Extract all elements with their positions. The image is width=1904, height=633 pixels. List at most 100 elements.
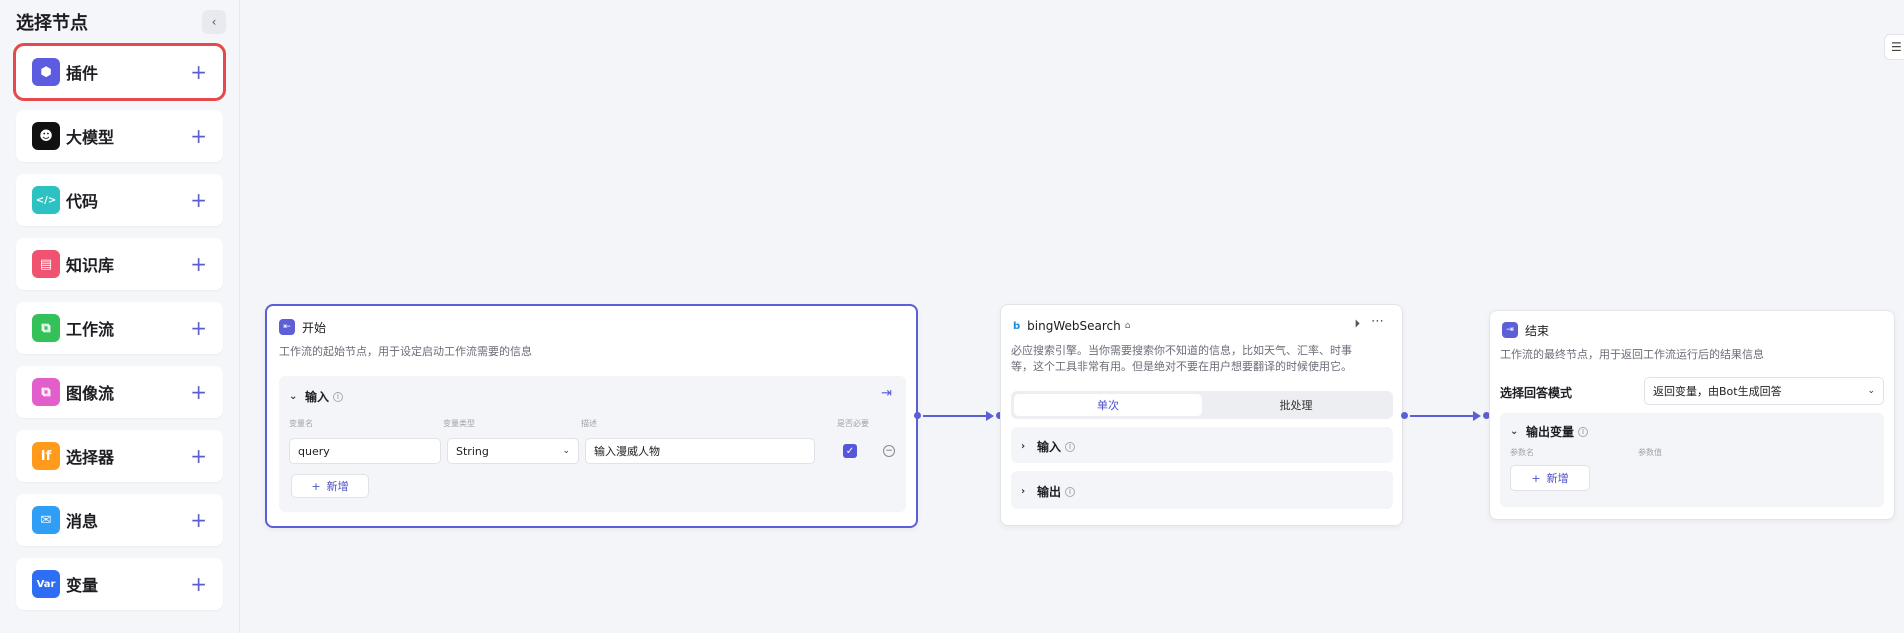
add-output-label: 新增 [1546, 472, 1569, 485]
sidebar-item-label: 大模型 [66, 128, 115, 147]
plus-icon[interactable]: + [190, 124, 207, 148]
sidebar-item-llm-face[interactable]: ☻ 大模型 + [16, 110, 223, 162]
plugin-desc-line2: 等，这个工具非常有用。但是绝对不要在用户想要翻译的时候使用它。 [1011, 360, 1352, 373]
run-icon[interactable]: ⏵ [1354, 317, 1361, 330]
var-icon: Var [32, 570, 60, 598]
info-icon: i [333, 391, 344, 402]
end-output-section: ⌄ 输出变量 i 参数名 参数值 + 新增 [1500, 413, 1884, 507]
sidebar-item-book[interactable]: ▤ 知识库 + [16, 238, 223, 290]
sidebar-item-label: 知识库 [66, 256, 115, 275]
end-output-label: 输出变量 [1526, 425, 1575, 439]
book-icon: ▤ [32, 250, 60, 278]
sidebar-item-imageflow[interactable]: ⧉图像流+ [16, 366, 223, 418]
sidebar-item-code[interactable]: </> 代码 + [16, 174, 223, 226]
sidebar-item-label: 工作流 [66, 320, 115, 339]
add-input-button[interactable]: + 新增 [291, 474, 369, 498]
sidebar-item-cube[interactable]: ⬢ 插件 + [13, 43, 226, 101]
info-icon: i [1578, 426, 1589, 437]
workflow-icon: ⧉ [32, 314, 60, 342]
var-name-value: query [298, 444, 330, 458]
menu-icon: ☰ [1891, 40, 1902, 54]
end-node-desc: 工作流的最终节点，用于返回工作流运行后的结果信息 [1500, 348, 1764, 361]
collapse-sidebar-button[interactable]: ‹ [202, 10, 226, 34]
end-output-toggle[interactable]: ⌄ 输出变量 i [1510, 423, 1589, 440]
mode-label: 选择回答模式 [1500, 386, 1573, 400]
col-desc: 描述 [581, 419, 597, 428]
plugin-output-port[interactable] [1401, 412, 1408, 419]
start-icon: ⇤ [279, 319, 295, 335]
plugin-node-title: bingWebSearch [1027, 319, 1121, 333]
remove-row-icon[interactable]: − [883, 445, 895, 457]
plus-icon[interactable]: + [190, 572, 207, 596]
var-desc-input[interactable]: 输入漫威人物 [585, 438, 815, 464]
cube-icon: ⬢ [32, 58, 60, 86]
start-output-port[interactable] [914, 412, 921, 419]
sidebar-item-label: 消息 [66, 512, 99, 531]
plus-icon[interactable]: + [190, 444, 207, 468]
add-output-button[interactable]: + 新增 [1510, 465, 1590, 491]
message-icon: ✉ [32, 506, 60, 534]
code-icon: </> [32, 186, 60, 214]
start-input-section: ⌄ 输入 i ⇥ 变量名 变量类型 描述 是否必要 query String ⌄… [279, 376, 906, 512]
var-type-select[interactable]: String ⌄ [447, 438, 579, 464]
start-input-toggle[interactable]: ⌄ 输入 i [289, 388, 344, 405]
arrow-icon [1473, 411, 1481, 421]
sidebar-item-label: 代码 [66, 192, 99, 211]
sidebar-item-message[interactable]: ✉ 消息 + [16, 494, 223, 546]
start-node-desc: 工作流的起始节点，用于设定启动工作流需要的信息 [279, 345, 532, 358]
plugin-output-section[interactable]: › 输出 i [1011, 471, 1393, 509]
end-node[interactable]: ⇥ 结束 工作流的最终节点，用于返回工作流运行后的结果信息 选择回答模式 返回变… [1489, 310, 1895, 520]
info-icon: i [1065, 486, 1076, 497]
llm-face-icon: ☻ [32, 122, 60, 150]
plus-icon[interactable]: + [190, 316, 207, 340]
import-icon[interactable]: ⇥ [881, 386, 892, 401]
sidebar-item-label: 图像流 [66, 384, 115, 403]
chevron-down-icon: ⌄ [289, 391, 298, 402]
plus-icon: + [1531, 471, 1541, 485]
plugin-output-label: 输出 [1037, 485, 1062, 499]
lock-icon: ⌂ [1124, 321, 1131, 331]
plus-icon[interactable]: + [190, 380, 207, 404]
plugin-input-port[interactable] [996, 412, 1003, 419]
end-input-port[interactable] [1483, 412, 1490, 419]
add-input-label: 新增 [326, 480, 349, 493]
col-var-name: 变量名 [289, 419, 313, 428]
start-input-label: 输入 [305, 390, 330, 404]
sidebar-item-label: 插件 [66, 64, 99, 83]
more-icon[interactable]: ⋯ [1371, 314, 1384, 329]
col-var-type: 变量类型 [443, 419, 475, 428]
required-checkbox[interactable]: ✓ [843, 444, 857, 458]
plus-icon[interactable]: + [190, 252, 207, 276]
plus-icon[interactable]: + [190, 188, 207, 212]
workflow-canvas[interactable]: ☰ ⇤ 开始 工作流的起始节点，用于设定启动工作流需要的信息 ⌄ 输入 i ⇥ … [241, 0, 1904, 633]
tab-batch[interactable]: 批处理 [1279, 399, 1313, 412]
plus-icon: + [311, 479, 321, 493]
plus-icon[interactable]: + [190, 60, 207, 84]
col-required: 是否必要 [837, 419, 869, 428]
answer-mode-value: 返回变量，由Bot生成回答 [1653, 385, 1782, 398]
plugin-desc-line1: 必应搜索引擎。当你需要搜索你不知道的信息，比如天气、汇率、时事 [1011, 344, 1352, 357]
start-node[interactable]: ⇤ 开始 工作流的起始节点，用于设定启动工作流需要的信息 ⌄ 输入 i ⇥ 变量… [265, 304, 918, 528]
plus-icon[interactable]: + [190, 508, 207, 532]
start-node-title: 开始 [302, 320, 327, 335]
bing-search-node[interactable]: b bingWebSearch ⌂ ⏵ ⋯ 必应搜索引擎。当你需要搜索你不知道的… [1000, 304, 1403, 526]
tab-single[interactable]: 单次 [1014, 394, 1202, 416]
answer-mode-select[interactable]: 返回变量，由Bot生成回答 ⌄ [1644, 377, 1884, 405]
edge-plugin-end [1410, 415, 1476, 417]
end-icon: ⇥ [1502, 322, 1518, 338]
menu-button[interactable]: ☰ [1884, 34, 1904, 60]
var-desc-value: 输入漫威人物 [594, 445, 660, 458]
col-param-name: 参数名 [1510, 448, 1534, 457]
plugin-input-section[interactable]: › 输入 i [1011, 427, 1393, 463]
bing-logo-icon: b [1013, 320, 1021, 332]
exec-mode-tabs: 单次 批处理 [1011, 391, 1393, 419]
var-name-input[interactable]: query [289, 438, 441, 464]
sidebar-item-workflow[interactable]: ⧉ 工作流 + [16, 302, 223, 354]
plugin-input-label: 输入 [1037, 440, 1062, 454]
chevron-right-icon: › [1021, 441, 1026, 452]
chevron-down-icon: ⌄ [1867, 386, 1875, 396]
end-node-title: 结束 [1525, 323, 1550, 338]
